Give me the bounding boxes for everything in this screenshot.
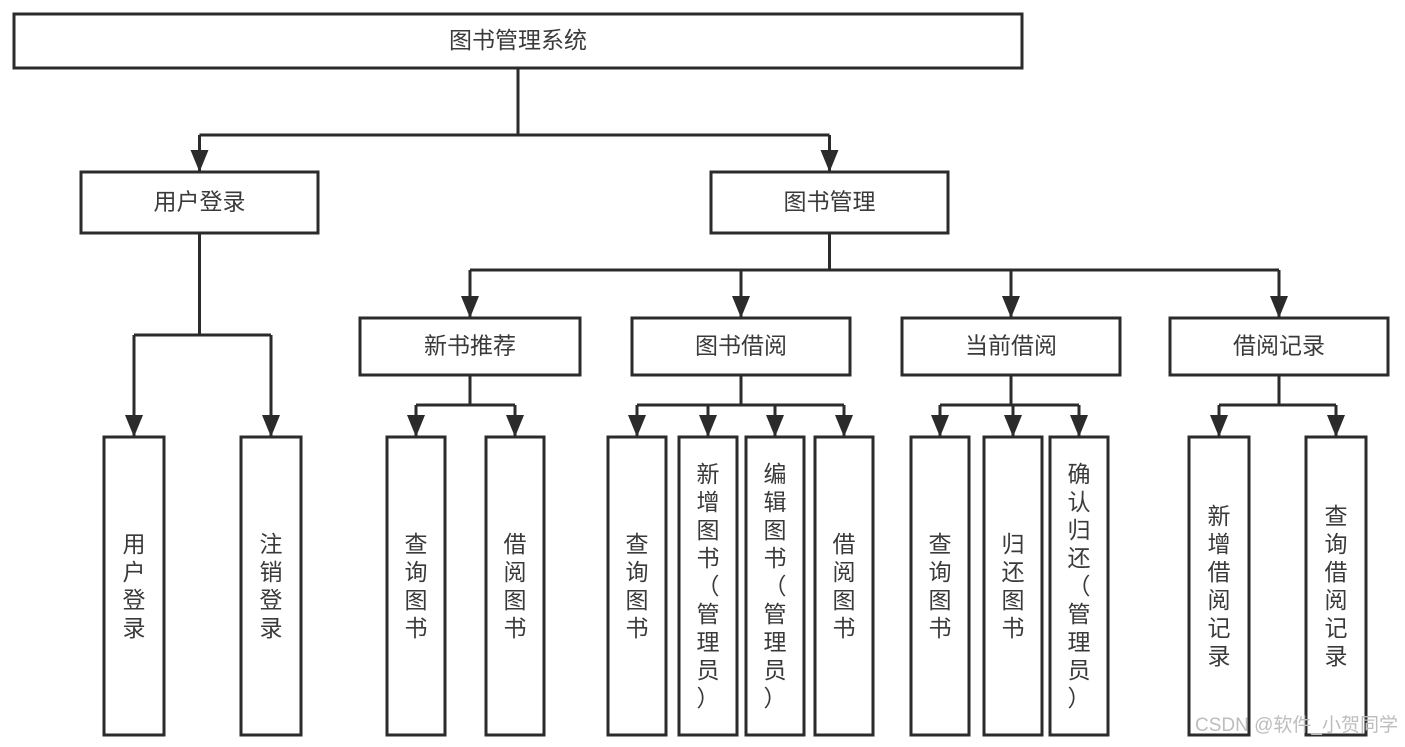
node-label-leaf-add-record: 新增借阅记录: [1208, 503, 1231, 669]
arrow-head-icon: [732, 296, 750, 318]
arrow-head-icon: [628, 415, 646, 437]
node-label-leaf-query-book-1: 查询图书: [405, 531, 428, 641]
node-box-leaf-query-book-2[interactable]: [606, 435, 668, 737]
node-label-leaf-query-book-2: 查询图书: [626, 531, 649, 641]
arrow-head-icon: [125, 415, 143, 437]
node-box-leaf-query-book-3[interactable]: [909, 435, 971, 737]
labels-layer: 图书管理系统用户登录图书管理新书推荐图书借阅当前借阅借阅记录用户登录注销登录查询…: [123, 27, 1348, 711]
arrow-head-icon: [1270, 296, 1288, 318]
node-label-borrow-record: 借阅记录: [1233, 333, 1325, 359]
arrow-head-icon: [1327, 415, 1345, 437]
node-box-leaf-edit-book[interactable]: [744, 435, 806, 737]
arrow-head-icon: [461, 296, 479, 318]
node-box-new-book-rec[interactable]: [358, 316, 582, 377]
arrow-head-icon: [1070, 415, 1088, 437]
node-label-current-borrow: 当前借阅: [965, 333, 1057, 359]
arrow-head-icon: [407, 415, 425, 437]
node-box-leaf-user-logout[interactable]: [239, 435, 303, 737]
node-label-new-book-rec: 新书推荐: [424, 333, 516, 359]
arrow-head-icon: [262, 415, 280, 437]
boxes-layer: [12, 12, 1390, 737]
node-label-leaf-borrow-book-1: 借阅图书: [504, 531, 527, 641]
arrow-head-icon: [190, 150, 209, 172]
arrow-head-icon: [1004, 415, 1022, 437]
node-label-leaf-return-book: 归还图书: [1002, 531, 1025, 641]
arrow-head-icon: [1210, 415, 1228, 437]
node-box-user-login[interactable]: [79, 170, 320, 235]
node-box-leaf-borrow-book-1[interactable]: [484, 435, 546, 737]
node-box-root[interactable]: [12, 12, 1024, 70]
node-label-book-manage: 图书管理: [784, 189, 876, 215]
node-box-leaf-add-book[interactable]: [677, 435, 739, 737]
arrow-head-icon: [931, 415, 949, 437]
arrow-head-icon: [1002, 296, 1020, 318]
node-box-leaf-query-record[interactable]: [1304, 435, 1368, 737]
arrow-head-icon: [766, 415, 784, 437]
node-box-current-borrow[interactable]: [900, 316, 1122, 377]
node-label-leaf-edit-book: 编辑图书（管理员）: [764, 461, 787, 711]
node-box-leaf-return-book[interactable]: [982, 435, 1044, 737]
arrow-head-icon: [699, 415, 717, 437]
arrow-head-icon: [835, 415, 853, 437]
arrow-head-icon: [820, 150, 839, 172]
node-box-leaf-confirm-return[interactable]: [1048, 435, 1110, 737]
node-box-leaf-user-login[interactable]: [102, 435, 166, 737]
node-box-book-borrow[interactable]: [630, 316, 852, 377]
node-label-root: 图书管理系统: [449, 27, 587, 53]
node-label-leaf-user-login: 用户登录: [123, 531, 146, 641]
node-box-borrow-record[interactable]: [1168, 316, 1390, 377]
node-box-leaf-query-book-1[interactable]: [385, 435, 447, 737]
node-label-leaf-user-logout: 注销登录: [260, 531, 283, 641]
arrow-head-icon: [506, 415, 524, 437]
node-label-leaf-borrow-book-2: 借阅图书: [833, 531, 856, 641]
node-label-leaf-query-book-3: 查询图书: [929, 531, 952, 641]
node-label-leaf-confirm-return: 确认归还（管理员）: [1068, 461, 1091, 711]
csdn-watermark: CSDN @软件_小贺同学: [1195, 714, 1398, 736]
node-label-user-login: 用户登录: [154, 189, 246, 215]
node-label-leaf-query-record: 查询借阅记录: [1325, 503, 1348, 669]
node-box-leaf-borrow-book-2[interactable]: [813, 435, 875, 737]
node-box-book-manage[interactable]: [709, 170, 950, 235]
node-label-leaf-add-book: 新增图书（管理员）: [697, 461, 720, 711]
connectors-layer: [125, 68, 1345, 437]
node-label-book-borrow: 图书借阅: [695, 333, 787, 359]
node-box-leaf-add-record[interactable]: [1187, 435, 1251, 737]
